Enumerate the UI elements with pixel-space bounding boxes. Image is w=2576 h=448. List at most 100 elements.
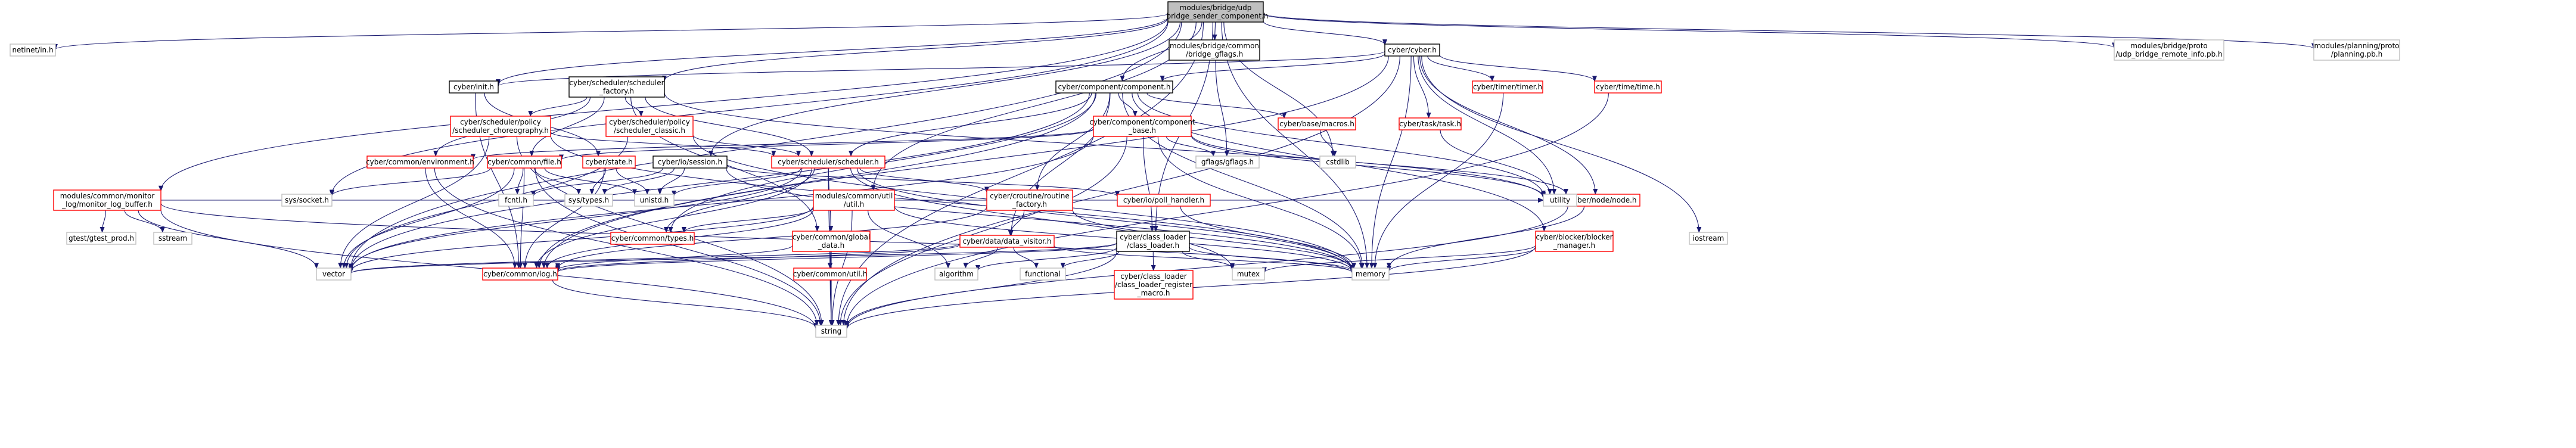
edge-comp_base-to-vector	[349, 135, 1094, 272]
edge-cyber_h-to-memory	[1369, 55, 1412, 269]
node-box	[53, 189, 161, 211]
node-netinet[interactable]: netinet/in.h	[10, 43, 56, 57]
edge-sched_factory-to-scheduler	[645, 97, 814, 157]
node-udp_remote[interactable]: modules/bridge/proto/udp_bridge_remote_i…	[2114, 39, 2224, 61]
node-label: cyber/scheduler/policy	[460, 118, 541, 126]
node-routine[interactable]: cyber/croutine/routine_factory.h	[986, 189, 1073, 211]
node-component[interactable]: cyber/component/component.h	[1055, 80, 1173, 94]
node-box	[450, 116, 551, 137]
node-blocker[interactable]: cyber/blocker/blocker_manager.h	[1535, 231, 1614, 252]
node-label: cyber/class_loader	[1120, 233, 1186, 241]
node-box	[793, 267, 867, 281]
node-gflags_bridge[interactable]: modules/bridge/common/bridge_gflags.h	[1169, 39, 1260, 61]
node-label: mutex	[1237, 270, 1260, 278]
node-unistd[interactable]: unistd.h	[634, 194, 675, 207]
node-ctypes[interactable]: cyber/common/types.h	[610, 232, 695, 245]
edge-root-to-string	[836, 21, 1204, 326]
node-box	[1117, 194, 1211, 207]
node-timer[interactable]: cyber/timer/timer.h	[1472, 80, 1543, 94]
node-log[interactable]: cyber/common/log.h	[482, 267, 558, 281]
edge-monitor-to-gtest	[100, 210, 106, 233]
node-syssocket[interactable]: sys/socket.h	[281, 194, 333, 207]
edge-classloader-to-vector	[349, 242, 1117, 274]
node-gflags[interactable]: gflags/gflags.h	[1195, 155, 1260, 169]
node-state[interactable]: cyber/state.h	[582, 155, 636, 169]
edge-cutil-to-string	[828, 279, 834, 326]
node-box	[564, 194, 613, 207]
node-cutil[interactable]: cyber/common/util.h	[793, 267, 867, 281]
node-monitor[interactable]: modules/common/monitor_log/monitor_log_b…	[53, 189, 161, 211]
edge-sched_choreo-to-string	[516, 136, 824, 326]
node-gtest[interactable]: gtest/gtest_prod.h	[66, 232, 136, 245]
node-utility[interactable]: utility	[1543, 194, 1577, 207]
edge-component-to-log	[536, 92, 1096, 269]
node-mutex[interactable]: mutex	[1232, 267, 1265, 281]
node-algorithm[interactable]: algorithm	[934, 267, 978, 281]
node-label: _macro.h	[1137, 289, 1170, 297]
node-vector[interactable]: vector	[316, 267, 352, 281]
node-planning_pb[interactable]: modules/planning/proto/planning.pb.h	[2313, 39, 2400, 61]
node-iostream[interactable]: iostream	[1689, 232, 1728, 245]
node-label: _manager.h	[1553, 241, 1595, 250]
node-sched_classic[interactable]: cyber/scheduler/policy/scheduler_classic…	[605, 116, 694, 137]
node-box	[610, 232, 695, 245]
edge-sched_factory-to-sched_classic	[624, 97, 644, 117]
node-macros[interactable]: cyber/base/macros.h	[1278, 117, 1356, 130]
node-box	[1543, 194, 1577, 207]
node-memory[interactable]: memory	[1351, 267, 1390, 281]
node-scheduler[interactable]: cyber/scheduler/scheduler.h	[771, 155, 885, 169]
node-register[interactable]: cyber/class_loader/class_loader_register…	[1114, 270, 1194, 300]
node-global[interactable]: cyber/common/global_data.h	[792, 231, 871, 252]
edge-root-to-gflags_bridge	[1212, 21, 1217, 41]
node-classloader[interactable]: cyber/class_loader/class_loader.h	[1116, 231, 1190, 252]
node-comp_base[interactable]: cyber/component/component_base.h	[1089, 116, 1195, 137]
edge-log-to-string	[552, 279, 818, 329]
node-poll[interactable]: cyber/io/poll_handler.h	[1117, 194, 1211, 207]
node-box	[2313, 39, 2400, 61]
node-session[interactable]: cyber/io/session.h	[652, 155, 728, 169]
node-sstream[interactable]: sstream	[153, 232, 192, 245]
node-util[interactable]: modules/common/util/util.h	[813, 189, 895, 211]
node-box	[1093, 116, 1192, 137]
node-label: iostream	[1693, 234, 1724, 242]
edge-component-to-macros	[1146, 92, 1287, 119]
node-sched_factory[interactable]: cyber/scheduler/scheduler_factory.h	[568, 76, 665, 98]
node-init[interactable]: cyber/init.h	[449, 80, 499, 94]
edge-scheduler-to-log	[534, 167, 813, 269]
node-environment[interactable]: cyber/common/environment.h	[366, 155, 474, 169]
node-box	[66, 232, 136, 245]
node-sched_choreo[interactable]: cyber/scheduler/policy/scheduler_choreog…	[450, 116, 551, 137]
edge-node-to-string	[844, 206, 1568, 329]
node-systypes[interactable]: sys/types.h	[564, 194, 613, 207]
edge-node-to-memory	[1387, 206, 1585, 269]
node-node[interactable]: cyber/node/node.h	[1565, 194, 1640, 207]
node-label: cyber/common/file.h	[487, 158, 561, 166]
edge-root-to-session	[709, 21, 1181, 157]
node-box	[281, 194, 333, 207]
node-fcntl[interactable]: fcntl.h	[498, 194, 534, 207]
node-label: unistd.h	[640, 196, 669, 204]
edge-file-to-syssocket	[330, 167, 491, 197]
node-string[interactable]: string	[815, 325, 847, 338]
node-cstdlib[interactable]: cstdlib	[1319, 155, 1356, 169]
node-cyber_h[interactable]: cyber/cyber.h	[1384, 43, 1440, 57]
edge-component-to-vector	[349, 92, 1090, 271]
edge-comp_base-to-memory	[1157, 136, 1364, 269]
node-file[interactable]: cyber/common/file.h	[487, 155, 562, 169]
node-time[interactable]: cyber/time/time.h	[1594, 80, 1662, 94]
edge-component-to-utility	[1137, 92, 1546, 197]
edge-blocker-to-mutex	[1262, 245, 1536, 273]
node-label: cyber/common/util.h	[793, 270, 867, 278]
node-label: cyber/task/task.h	[1399, 120, 1461, 128]
node-root[interactable]: modules/bridge/udp_bridge_sender_compone…	[1163, 1, 1269, 23]
node-visitor[interactable]: cyber/data/data_visitor.h	[959, 235, 1055, 248]
edge-sched_factory-to-sched_choreo	[528, 97, 588, 117]
edge-root-to-monitor	[159, 20, 1169, 192]
node-task[interactable]: cyber/task/task.h	[1399, 117, 1462, 130]
node-label: sys/types.h	[568, 196, 609, 204]
node-label: cyber/croutine/routine	[990, 192, 1070, 200]
node-box	[10, 43, 56, 57]
node-functional[interactable]: functional	[1020, 267, 1066, 281]
edge-root-to-memory	[1221, 21, 1370, 269]
edge-scheduler-to-memory	[856, 167, 1354, 271]
